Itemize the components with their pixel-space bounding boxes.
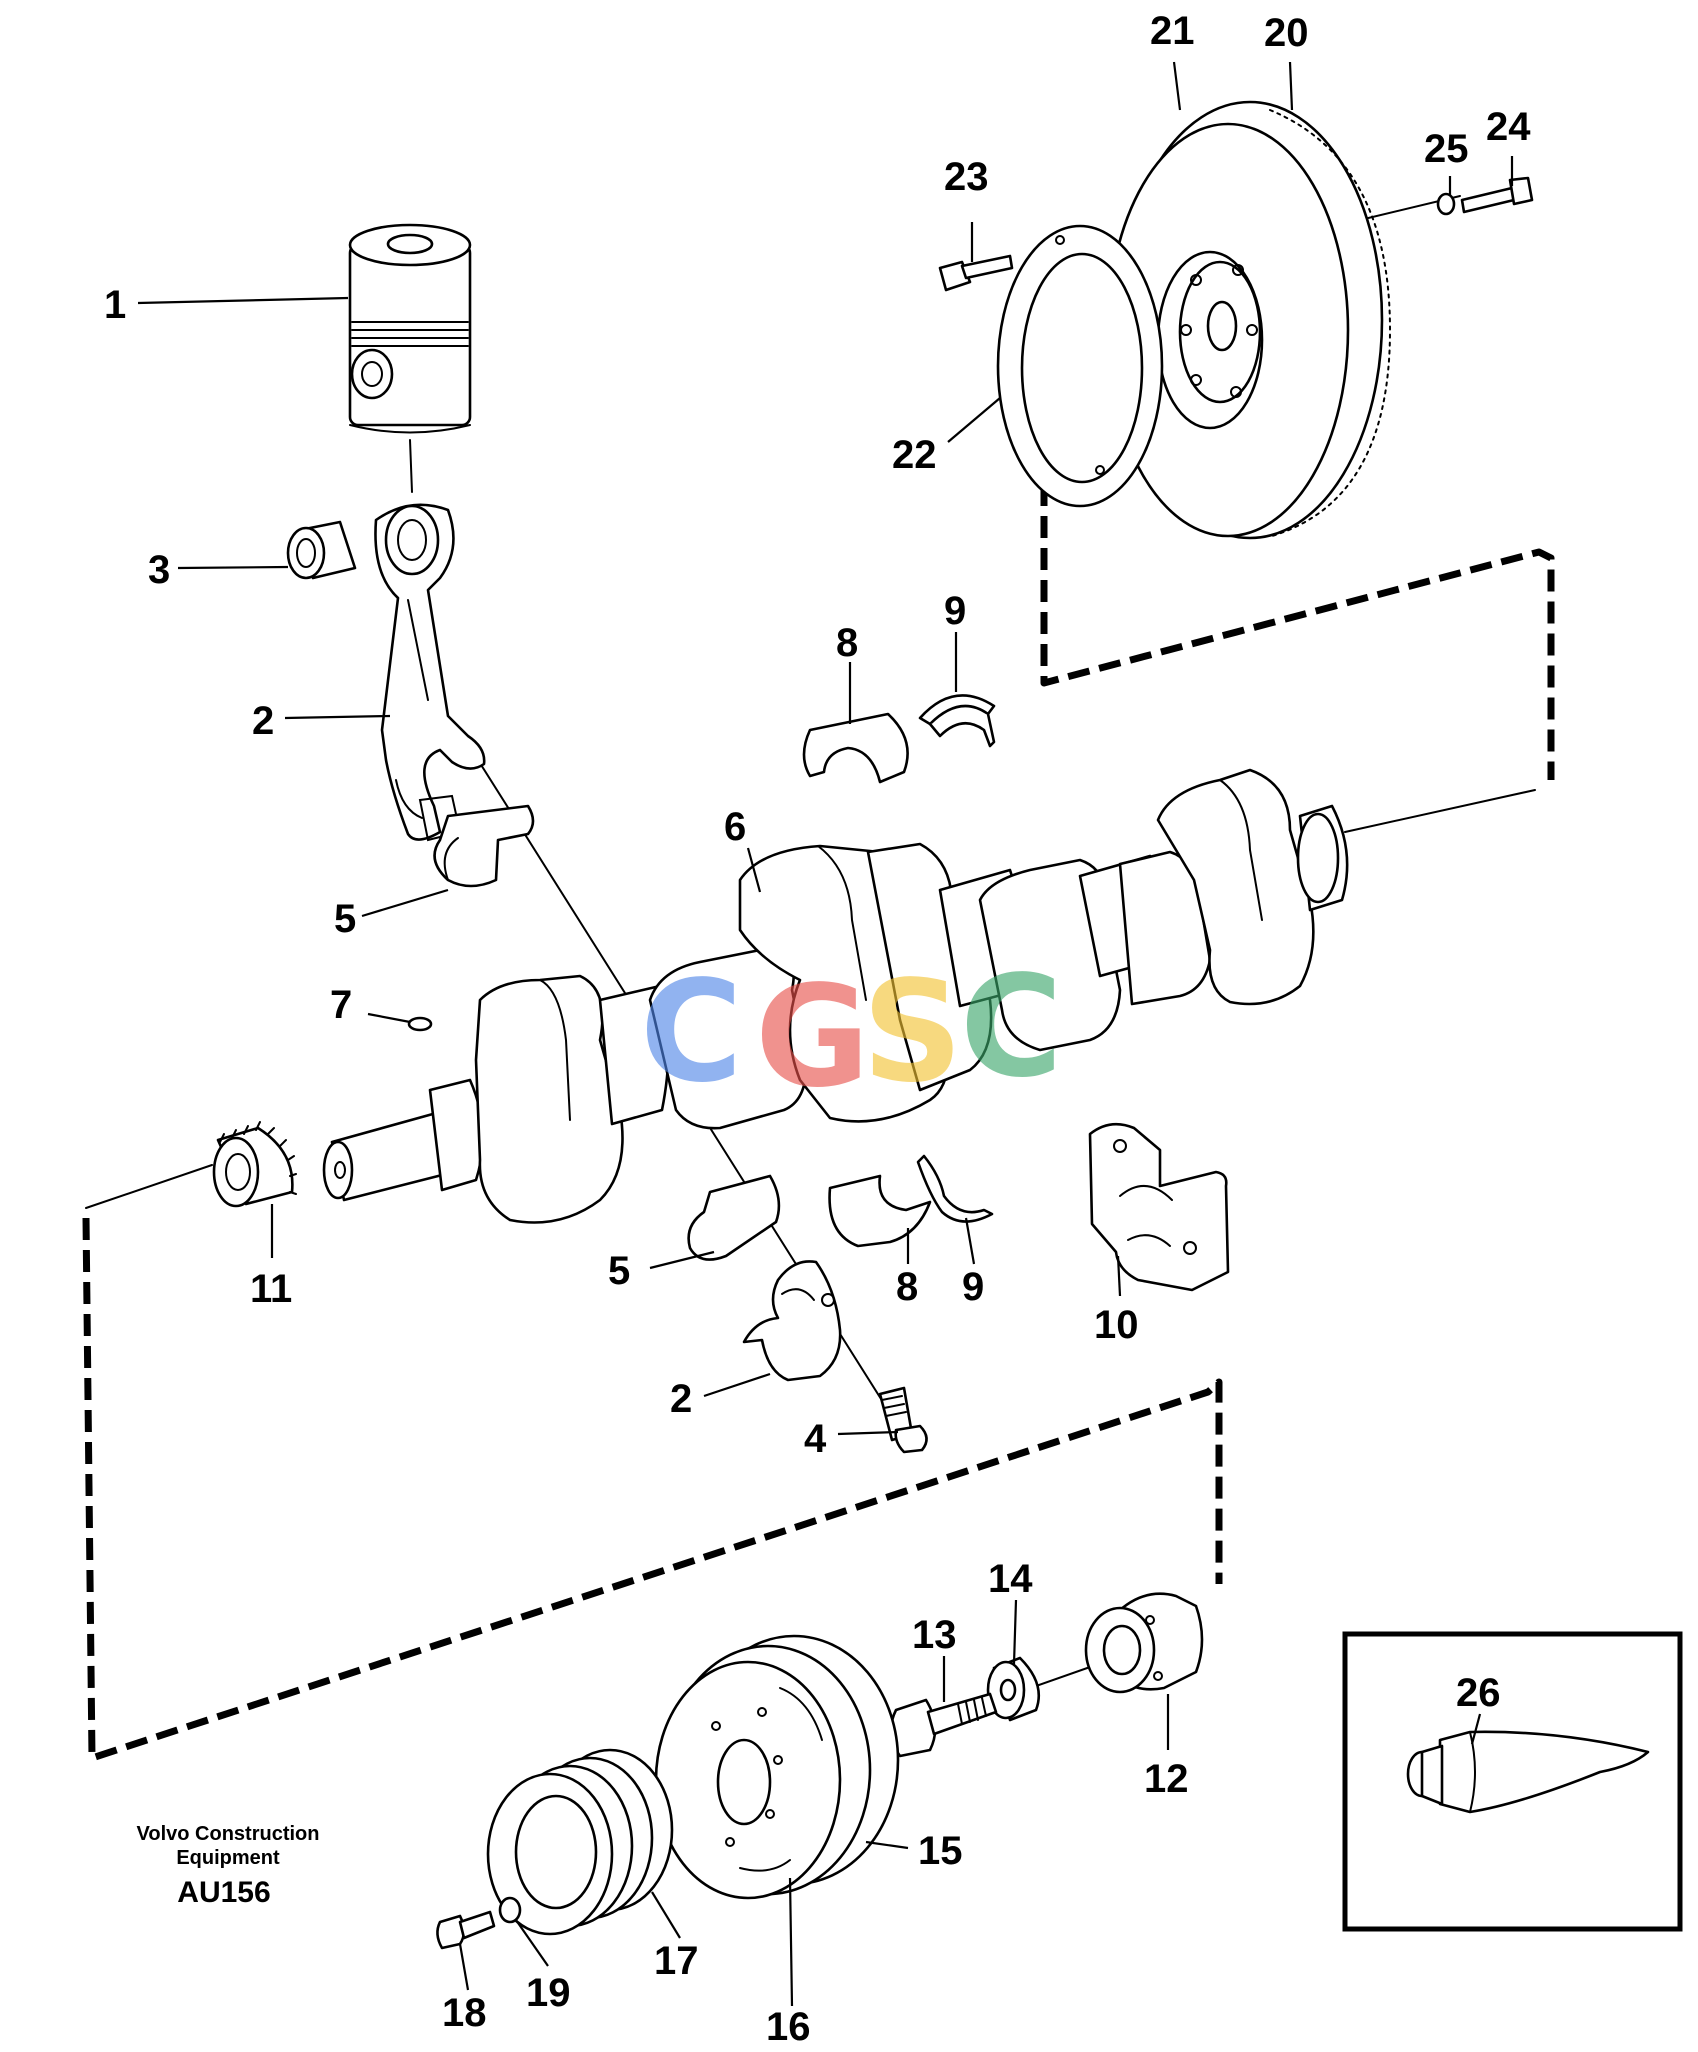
piston	[348, 223, 472, 434]
woodruff-key	[407, 1016, 433, 1032]
callout-label: 19	[526, 1971, 571, 2015]
callout-label: 16	[766, 2005, 811, 2049]
callout-label: 5	[334, 897, 356, 941]
piston-pin-bushing	[286, 520, 357, 580]
main-bearing-cap	[1088, 1122, 1230, 1292]
callout-label: 23	[944, 155, 989, 199]
watermark-letter: C	[960, 946, 1063, 1109]
watermark-letter: S	[862, 951, 963, 1114]
pulley-bolt	[889, 1692, 998, 1758]
callout-label: 15	[918, 1829, 963, 1873]
callout-label: 17	[654, 1939, 699, 1983]
pulley-washer	[986, 1656, 1041, 1722]
callout-label: 20	[1264, 11, 1309, 55]
callout-label: 5	[608, 1249, 630, 1293]
company-name-line2: Equipment	[176, 1847, 280, 1869]
rear-bearing-cover	[996, 224, 1164, 508]
callout-label: 11	[250, 1267, 292, 1311]
connecting-rod	[374, 503, 486, 842]
callout-label: 14	[988, 1557, 1033, 1601]
callout-label: 3	[148, 548, 170, 592]
crank-axis-line	[1344, 789, 1536, 833]
callout-label: 9	[944, 589, 966, 633]
leader-lines	[137, 61, 1514, 2007]
cgsc-watermark: C G S C	[640, 946, 1063, 1119]
publisher-footer: Volvo Construction Equipment AU156	[137, 1823, 320, 1909]
thrust-washer-upper	[918, 694, 996, 748]
callout-label: 10	[1094, 1303, 1139, 1347]
connecting-rod-bolt	[878, 1386, 928, 1454]
crankshaft	[322, 768, 1349, 1224]
watermark-letter: C	[640, 951, 743, 1114]
pulley-bolt-small	[436, 1910, 496, 1950]
company-name-line1: Volvo Construction	[137, 1823, 320, 1845]
callout-label: 7	[330, 983, 352, 1027]
crankshaft-pulley	[486, 1748, 674, 1936]
callout-label: 24	[1486, 105, 1531, 149]
main-bearing-shell-upper	[802, 712, 909, 784]
crankshaft-gear	[212, 1121, 297, 1208]
callout-label: 12	[1144, 1757, 1189, 1801]
callout-label: 1	[104, 283, 126, 327]
callout-label: 26	[1456, 1671, 1501, 1715]
flywheel-bolt	[1460, 176, 1534, 214]
callout-label: 4	[804, 1417, 827, 1461]
flywheel-washer	[1436, 192, 1456, 216]
sealant-tube	[1406, 1730, 1650, 1814]
callout-label: 8	[896, 1265, 918, 1309]
callout-label: 22	[892, 433, 937, 477]
main-bearing-shell-lower	[828, 1174, 932, 1248]
callout-label: 8	[836, 621, 858, 665]
callout-label: 9	[962, 1265, 984, 1309]
conrod-bearing-upper	[433, 804, 535, 888]
pulley-washer-small	[498, 1896, 522, 1924]
vibration-damper	[654, 1634, 900, 1900]
callout-label: 2	[670, 1377, 692, 1421]
callout-label: 2	[252, 699, 274, 743]
pulley-hub	[1084, 1592, 1204, 1694]
piston-axis-line	[409, 439, 413, 493]
illustration-code: AU156	[177, 1876, 270, 1909]
callout-label: 21	[1150, 9, 1195, 53]
callout-label: 6	[724, 805, 746, 849]
pulley-guide-dashed-line	[82, 1217, 1223, 1762]
flywheel-guide-dashed-line	[1040, 356, 1555, 780]
connecting-rod-cap	[742, 1260, 842, 1382]
cover-bolt	[938, 254, 1014, 292]
callout-label: 25	[1424, 127, 1469, 171]
gear-axis-line	[85, 1164, 213, 1209]
thrust-washer-lower	[916, 1154, 994, 1223]
conrod-bearing-lower	[687, 1174, 781, 1261]
callout-label: 18	[442, 1991, 487, 2035]
callout-label: 13	[912, 1613, 957, 1657]
watermark-letter: G	[755, 956, 870, 1119]
flywheel	[1106, 100, 1392, 540]
callout-labels: 1 2 3 5 7 11 6 8 9 5 2 4 8 9 10 21 20 23…	[104, 9, 1531, 2049]
